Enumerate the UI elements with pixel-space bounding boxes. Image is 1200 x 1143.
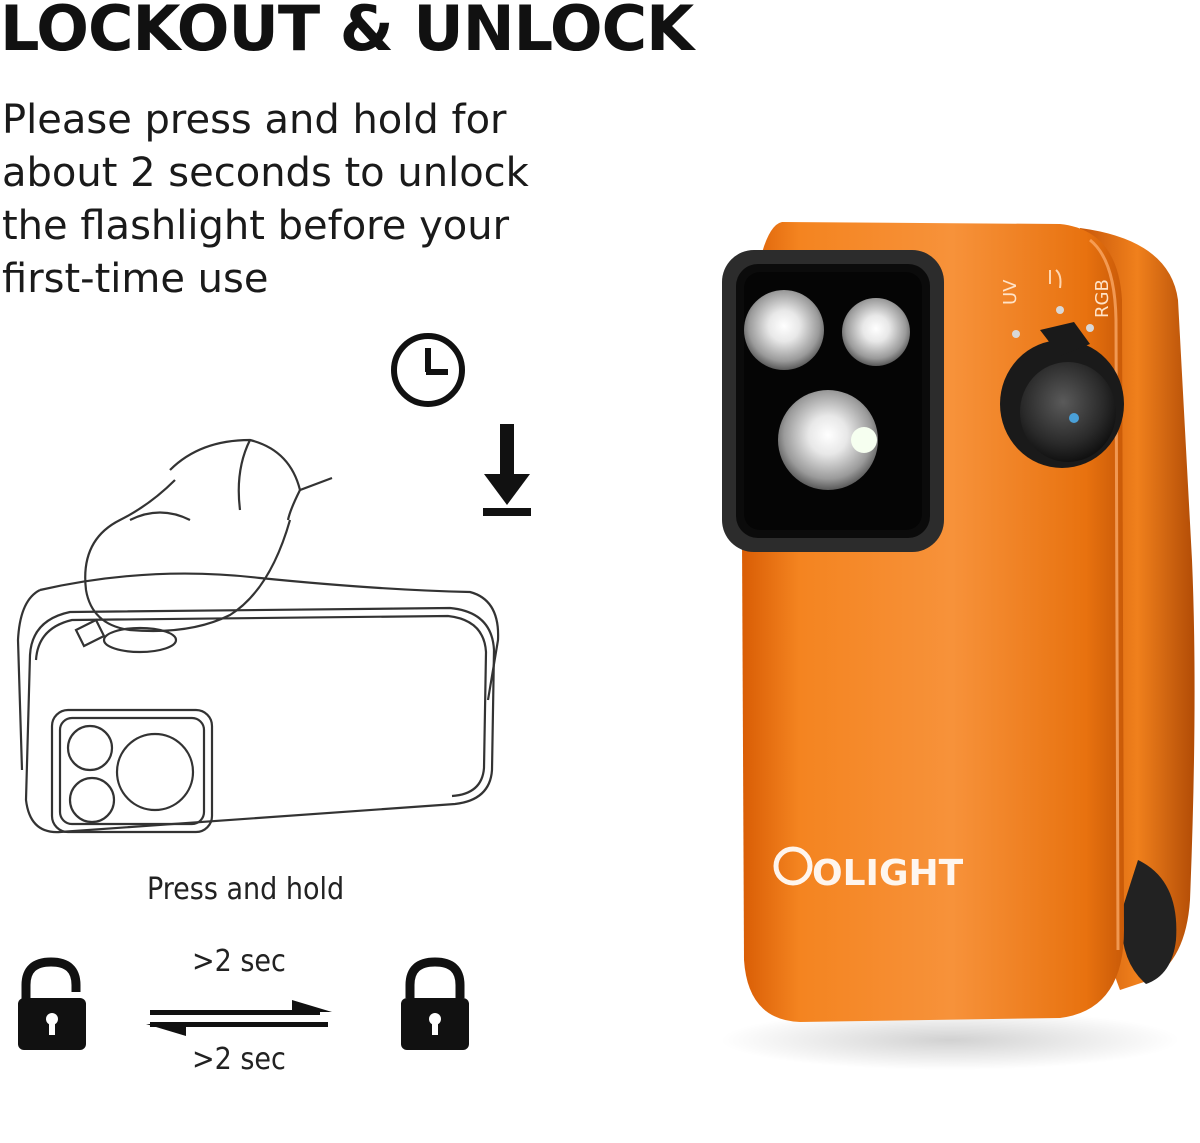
- product-shadow: [720, 1010, 1180, 1070]
- press-and-hold-label: Press and hold: [147, 872, 345, 907]
- unlocked-padlock-icon: [18, 957, 86, 1050]
- instruction-text: Please press and hold for about 2 second…: [2, 94, 602, 306]
- brand-name: OLIGHT: [812, 853, 964, 894]
- bidirectional-arrow-icon: [146, 1000, 332, 1036]
- clock-icon: [391, 333, 465, 407]
- down-arrow-icon: [483, 424, 531, 516]
- instruction-line: Please press and hold for: [2, 97, 507, 143]
- rgb-led: [851, 427, 877, 453]
- flashlight-line-drawing: [16, 438, 500, 834]
- instruction-line: first-time use: [2, 256, 269, 302]
- mode-indicators: [1012, 269, 1094, 338]
- belt-clip: [1080, 228, 1195, 990]
- spot-led: [842, 298, 910, 366]
- brand-logo: OLIGHT: [773, 846, 964, 894]
- instruction-line: about 2 seconds to unlock: [2, 150, 529, 196]
- instruction-line: the flashlight before your: [2, 203, 510, 249]
- lock-duration-label: >2 sec: [192, 1042, 286, 1077]
- main-led: [778, 390, 878, 490]
- switch-button: [1000, 322, 1124, 468]
- locked-padlock-icon: [401, 957, 469, 1050]
- clip-grip: [1121, 860, 1177, 984]
- product-flashlight: UV RGB OLIGHT: [722, 222, 1195, 1022]
- uv-led: [744, 290, 824, 370]
- uv-mode-label: UV: [1000, 279, 1021, 305]
- unlock-duration-label: >2 sec: [192, 944, 286, 979]
- rgb-mode-label: RGB: [1092, 279, 1113, 318]
- page-title: LOCKOUT & UNLOCK: [0, 0, 694, 65]
